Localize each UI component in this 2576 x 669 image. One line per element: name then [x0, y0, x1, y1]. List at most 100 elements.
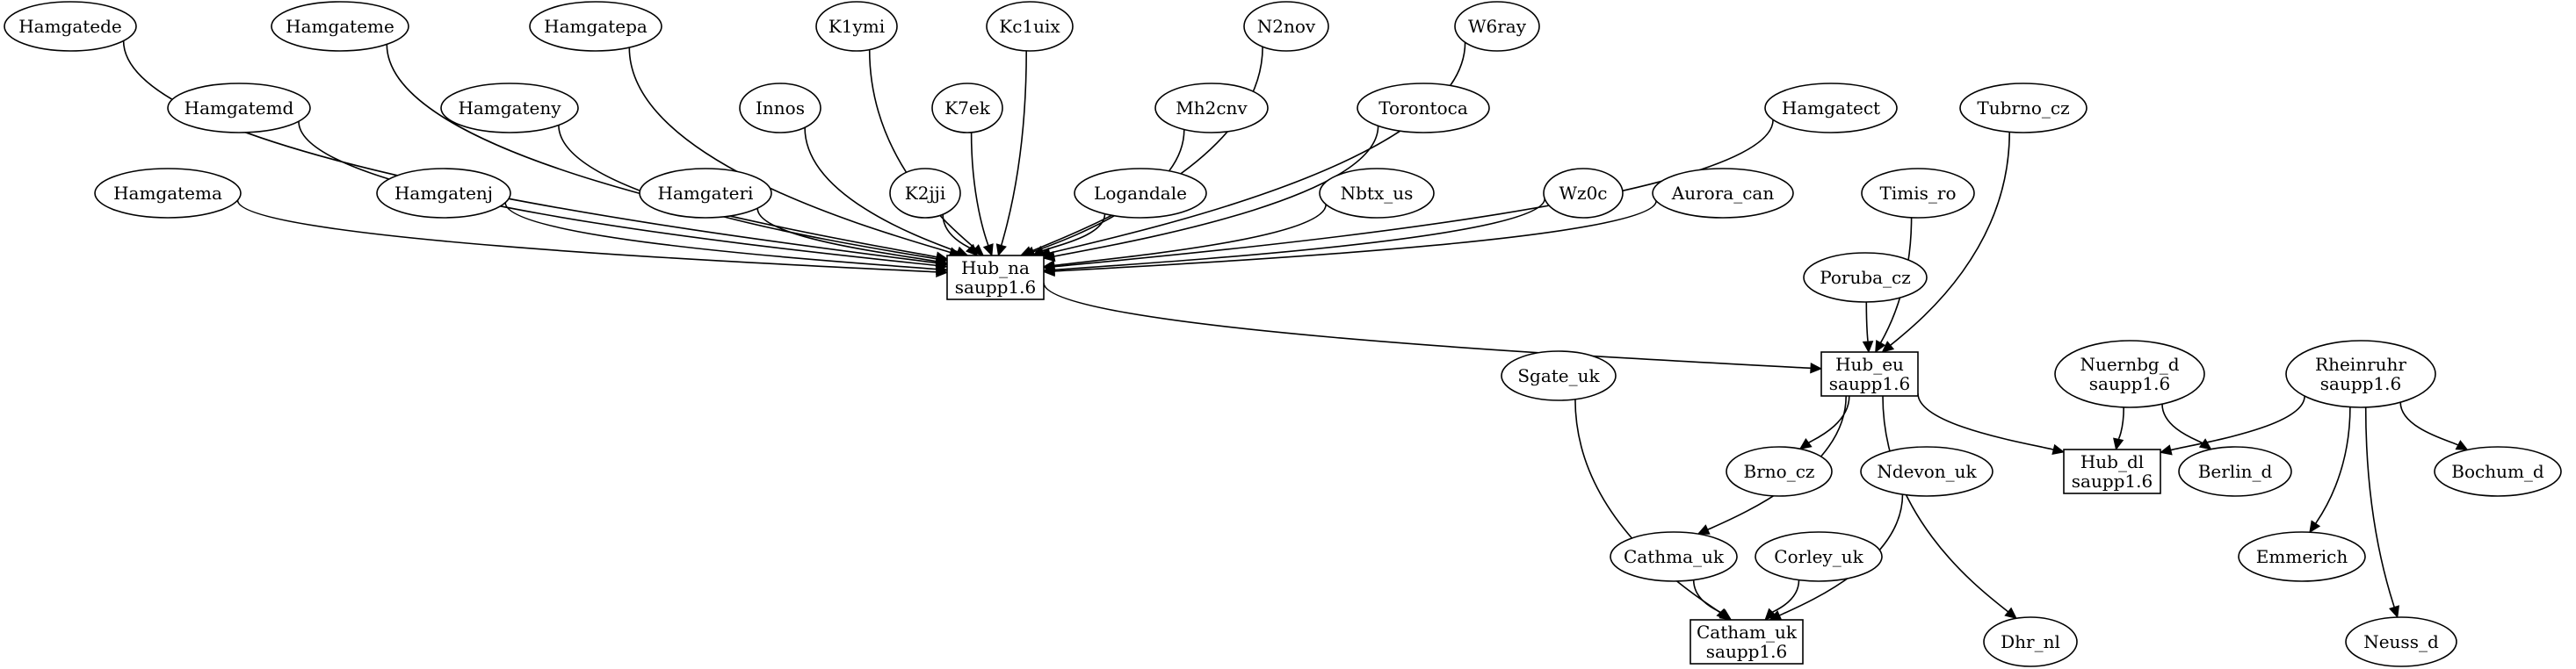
node-ellipse [1652, 168, 1794, 219]
node-hamgatema: Hamgatema [94, 168, 242, 219]
node-ellipse [1243, 1, 1329, 52]
node-berlin-d: Berlin_d [2178, 446, 2292, 497]
node-label: Hub_dl [2080, 451, 2144, 472]
node-ellipse [1543, 168, 1624, 219]
edge-line [2170, 396, 2305, 451]
edge-line [1030, 47, 1263, 253]
node-logandale: Logandale [1074, 168, 1207, 219]
arrowhead-icon [1697, 524, 1711, 535]
node-k7ek: K7ek [931, 83, 1003, 133]
edge-line [942, 214, 971, 249]
node-label: Emmerich [2256, 546, 2348, 567]
node-ellipse [1861, 168, 1975, 219]
edge-line [386, 44, 937, 258]
edge-hub_na-to-hub_eu [1043, 282, 1823, 374]
edge-kc1uix-to-hub_na [995, 50, 1027, 257]
node-label: Hamgatenj [394, 183, 493, 204]
edge-line [1808, 395, 1850, 443]
node-label: Hub_eu [1835, 354, 1904, 375]
node-emmerich: Emmerich [2238, 531, 2366, 582]
node-hamgatede: Hamgatede [4, 1, 137, 52]
edge-rheinruhr-to-emmerich [2309, 406, 2351, 534]
edge-rheinruhr-to-bochum_d [2399, 402, 2469, 450]
node-ellipse [931, 83, 1003, 133]
arrowhead-icon [2051, 443, 2066, 456]
node-ellipse [2238, 531, 2366, 582]
node-ellipse [1154, 83, 1269, 133]
node-hamgatepa: Hamgatepa [529, 1, 662, 52]
node-k2jji: K2jji [889, 168, 961, 219]
node-label: K2jji [905, 183, 945, 204]
node-box [1690, 619, 1804, 665]
node-label: Hamgatepa [544, 16, 648, 37]
node-ellipse [167, 83, 311, 133]
edge-line [2161, 404, 2203, 444]
edge-line [1000, 50, 1027, 246]
node-label: K7ek [944, 97, 991, 119]
node-label: Innos [756, 97, 805, 119]
arrowhead-icon [1875, 339, 1886, 354]
node-hamgatect: Hamgatect [1764, 83, 1898, 133]
edge-k2jji-to-hub_na [942, 214, 979, 256]
arrowhead-icon [1810, 362, 1823, 374]
edge-rheinruhr-to-hub_dl [2159, 396, 2305, 456]
node-label: Hamgatede [18, 16, 122, 37]
node-ellipse [529, 1, 662, 52]
node-ellipse [639, 168, 772, 219]
edge-line [1692, 579, 1721, 614]
edge-line [1890, 132, 2010, 346]
edge-hub_eu-to-brno_cz [1798, 395, 1850, 450]
edge-line [2399, 402, 2459, 446]
node-label: W6ray [1468, 16, 1527, 37]
node-corley-uk: Corley_uk [1755, 531, 1883, 582]
edge-hub_eu-to-hub_dl [1917, 393, 2066, 456]
edge-line [804, 127, 959, 253]
node-label: Aurora_can [1671, 183, 1775, 204]
arrowhead-icon [2113, 437, 2124, 451]
node-label: Catham_uk [1697, 622, 1798, 643]
node-ellipse [2178, 446, 2292, 497]
edge-k1ymi-to-hub_na [868, 49, 985, 256]
node-label: Torontoca [1378, 97, 1468, 119]
node-ellipse [815, 1, 898, 52]
node-label: Bochum_d [2451, 461, 2544, 482]
node-k1ymi: K1ymi [815, 1, 898, 52]
node-ellipse [4, 1, 137, 52]
node-hamgateri: Hamgateri [639, 168, 772, 219]
edge-line [298, 121, 937, 267]
arrowhead-icon [965, 243, 979, 256]
node-label: K1ymi [829, 16, 885, 37]
node-ellipse [739, 83, 821, 133]
node-ellipse [889, 168, 961, 219]
node-label: Hamgatect [1782, 97, 1880, 119]
node-wz0c: Wz0c [1543, 168, 1624, 219]
node-label: Tubrno_cz [1977, 97, 2069, 119]
node-ellipse [2285, 340, 2436, 408]
arrowhead-icon [2004, 607, 2017, 620]
edge-line [1865, 301, 1869, 342]
node-hamgateme: Hamgateme [271, 1, 409, 52]
edge-k7ek-to-hub_na [970, 132, 994, 257]
node-label: Berlin_d [2198, 461, 2273, 482]
node-tubrno-cz: Tubrno_cz [1959, 83, 2088, 133]
edge-line [1879, 217, 1913, 343]
edge-line [756, 208, 937, 263]
node-label: Timis_ro [1880, 183, 1957, 204]
node-dhr-nl: Dhr_nl [1983, 616, 2078, 667]
node-w6ray: W6ray [1454, 1, 1540, 52]
edge-line [2117, 406, 2124, 441]
node-ellipse [440, 83, 579, 133]
edge-hamgatenj-to-hub_na [504, 202, 949, 275]
arrowhead-icon [2455, 440, 2469, 450]
edge-line [628, 47, 951, 254]
edge-line [122, 40, 937, 264]
arrowhead-icon [936, 263, 949, 275]
edge-hamgatepa-to-hub_na [628, 47, 962, 258]
edge-poruba_cz-to-hub_eu [1862, 301, 1874, 354]
edge-cathma_uk-to-catham_uk [1692, 579, 1729, 621]
node-label: Dhr_nl [2001, 631, 2060, 652]
edge-line [1043, 282, 1812, 370]
